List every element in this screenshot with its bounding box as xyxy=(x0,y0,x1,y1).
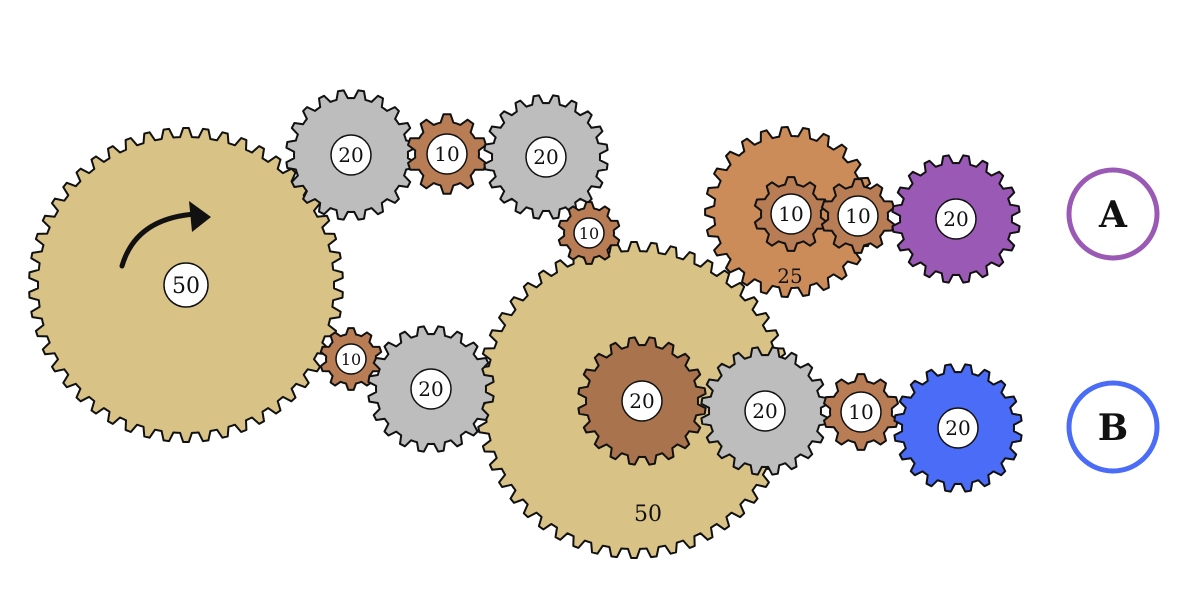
gear-compound-10: 10 xyxy=(753,176,829,252)
gear-tooth-count-label: 10 xyxy=(845,204,870,228)
gear-gray-20-right: 20 xyxy=(700,346,830,476)
gear-hub xyxy=(163,262,209,308)
gears-group: 25 50 20 10 20 50 10 10 20 20 20 10 20 10 10 20 xyxy=(28,89,1023,559)
gear-mid-10: 10 xyxy=(557,201,621,265)
gear-tooth-count-label: 10 xyxy=(579,224,599,243)
gear-bottom-10: 10 xyxy=(319,327,383,391)
answer-option-a[interactable]: A xyxy=(1066,167,1160,261)
gear-tooth-count-label: 20 xyxy=(943,207,968,231)
gear-hub xyxy=(935,198,977,240)
gear-hub xyxy=(837,195,879,237)
gear-a-20: 20 xyxy=(891,154,1021,284)
gear-tooth-count-label: 50 xyxy=(634,502,662,527)
answer-b-label: B xyxy=(1098,407,1128,449)
gear-hub xyxy=(840,391,882,433)
answer-b-circle xyxy=(1066,380,1160,474)
gear-top-20-left: 20 xyxy=(285,89,417,221)
gear-hub xyxy=(410,368,452,410)
gear-hub xyxy=(744,390,786,432)
answer-a-label: A xyxy=(1098,194,1128,236)
gear-tooth-count-label: 20 xyxy=(629,389,654,413)
gear-tooth-count-label: 50 xyxy=(172,274,200,299)
rotation-arrowhead-icon xyxy=(189,201,211,232)
gear-top-20-right: 20 xyxy=(483,94,609,220)
gear-hub xyxy=(621,380,663,422)
answer-a-circle xyxy=(1066,167,1160,261)
gear-hub xyxy=(770,193,812,235)
gear-hub xyxy=(937,407,979,449)
gear-driver-50: 50 xyxy=(28,127,344,443)
gear-b-20: 20 xyxy=(893,363,1023,493)
gear-tooth-count-label: 20 xyxy=(338,143,363,167)
gear-tooth-count-label: 10 xyxy=(434,142,459,166)
gear-tooth-count-label: 20 xyxy=(945,416,970,440)
gear-compound-20: 20 xyxy=(577,336,707,466)
gear-a-10: 10 xyxy=(820,178,896,254)
gear-hub xyxy=(335,343,367,375)
gear-b-10: 10 xyxy=(823,373,899,451)
gear-tooth-count-label: 20 xyxy=(752,399,777,423)
gear-tooth-count-label: 20 xyxy=(533,145,558,169)
gear-hub xyxy=(426,133,468,175)
gear-hub xyxy=(330,134,372,176)
gear-hub xyxy=(573,217,605,249)
gear-bottom-20: 20 xyxy=(367,325,495,453)
gear-tooth-count-label: 10 xyxy=(848,400,873,424)
gear-tooth-count-label: 10 xyxy=(778,202,803,226)
rotation-arrow-icon xyxy=(119,211,199,269)
gear-tooth-count-label: 25 xyxy=(777,264,802,288)
gear-top-10: 10 xyxy=(407,113,487,195)
gear-hub xyxy=(525,136,567,178)
answer-option-b[interactable]: B xyxy=(1066,380,1160,474)
gear-tooth-count-label: 10 xyxy=(341,350,361,369)
gear-tooth-count-label: 20 xyxy=(418,377,443,401)
